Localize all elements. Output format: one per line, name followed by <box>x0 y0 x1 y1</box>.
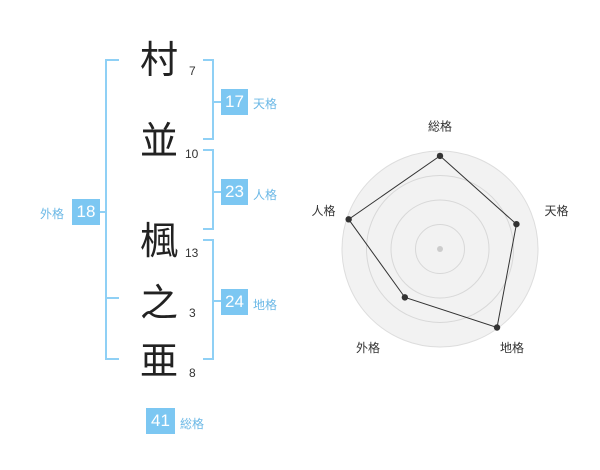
tenkaku-value: 17 <box>221 89 248 115</box>
name-char-5: 亜 <box>139 339 178 383</box>
radar-axis-label: 人格 <box>311 203 335 218</box>
radar-center <box>437 246 443 252</box>
radar-point-1 <box>436 152 444 160</box>
jinkaku-label: 人格 <box>253 188 278 202</box>
radar-axis-label: 地格 <box>500 340 524 355</box>
radar-axis-label: 総格 <box>428 119 452 134</box>
soukaku-value: 41 <box>146 408 175 434</box>
stroke-count-4: 3 <box>189 306 196 320</box>
stroke-count-2: 10 <box>185 147 199 161</box>
bracket-lines <box>96 59 221 360</box>
jinkaku-bracket <box>203 149 214 230</box>
radar-axis-label: 外格 <box>356 340 380 355</box>
outer-bracket <box>105 59 119 360</box>
name-char-2: 並 <box>139 119 178 163</box>
radar-ring <box>366 175 514 323</box>
stroke-count-1: 7 <box>189 64 196 78</box>
soukaku-label: 総格 <box>180 417 205 431</box>
radar-point-3 <box>493 324 501 331</box>
name-char-1: 村 <box>139 38 178 82</box>
chikaku-label: 地格 <box>253 298 278 312</box>
radar-point-4 <box>401 294 409 301</box>
jinkaku-value: 23 <box>221 179 248 205</box>
radar-series-polygon <box>347 155 517 329</box>
gaikaku-value: 18 <box>72 199 100 225</box>
radar-point-2 <box>513 220 520 228</box>
stroke-count-5: 8 <box>189 366 196 380</box>
radar-ring <box>415 224 465 274</box>
tenkaku-bracket <box>203 59 214 140</box>
radar-point-5 <box>345 216 352 223</box>
radar-axis-label: 天格 <box>544 203 568 218</box>
gaikaku-label: 外格 <box>40 207 65 221</box>
radar-ring <box>390 199 490 299</box>
name-char-4: 之 <box>139 281 178 325</box>
name-char-3: 楓 <box>139 219 178 263</box>
stroke-count-3: 13 <box>185 246 199 260</box>
tenkaku-label: 天格 <box>253 97 278 111</box>
chikaku-value: 24 <box>221 289 248 315</box>
chikaku-bracket <box>203 239 214 360</box>
